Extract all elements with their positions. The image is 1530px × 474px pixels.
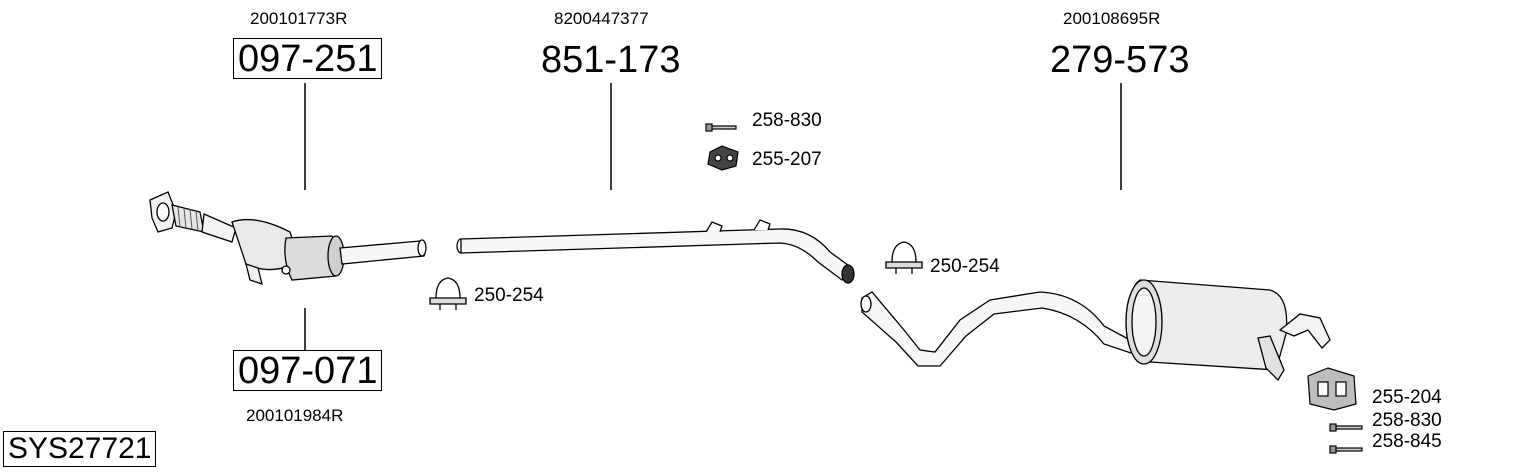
middle-pipe-part[interactable] <box>456 219 855 284</box>
oem-catalyst-front: 200101773R <box>250 9 348 28</box>
label-clamp-right[interactable]: 250-254 <box>930 256 1000 277</box>
part-number-middle-pipe[interactable]: 851-173 <box>541 39 681 81</box>
clamp-left[interactable] <box>429 277 467 310</box>
catalyst-part[interactable] <box>149 191 427 285</box>
clamp-right[interactable] <box>885 241 923 274</box>
label-rubber-bottom[interactable]: 255-204 <box>1372 387 1442 408</box>
oem-rear-silencer: 200108695R <box>1063 9 1161 28</box>
oem-middle-pipe: 8200447377 <box>554 9 649 28</box>
bolt-bottom-1[interactable] <box>1329 423 1363 432</box>
part-number-rear-silencer[interactable]: 279-573 <box>1050 39 1190 81</box>
label-bolt-bottom-2[interactable]: 258-845 <box>1372 431 1442 452</box>
label-rubber-top[interactable]: 255-207 <box>752 149 822 170</box>
bolt-top[interactable] <box>705 123 737 132</box>
rear-silencer-part[interactable] <box>860 279 1331 382</box>
system-code: SYS27721 <box>3 431 157 467</box>
part-number-catalyst-rear[interactable]: 097-071 <box>233 350 383 391</box>
label-bolt-top[interactable]: 258-830 <box>752 110 822 131</box>
part-number-catalyst-front[interactable]: 097-251 <box>233 38 383 79</box>
bolt-bottom-2[interactable] <box>1329 445 1363 454</box>
label-bolt-bottom-1[interactable]: 258-830 <box>1372 410 1442 431</box>
rubber-mount-top[interactable] <box>707 145 739 171</box>
oem-catalyst-rear: 200101984R <box>246 406 344 425</box>
rubber-mount-bottom[interactable] <box>1307 367 1357 411</box>
label-clamp-left[interactable]: 250-254 <box>474 285 544 306</box>
